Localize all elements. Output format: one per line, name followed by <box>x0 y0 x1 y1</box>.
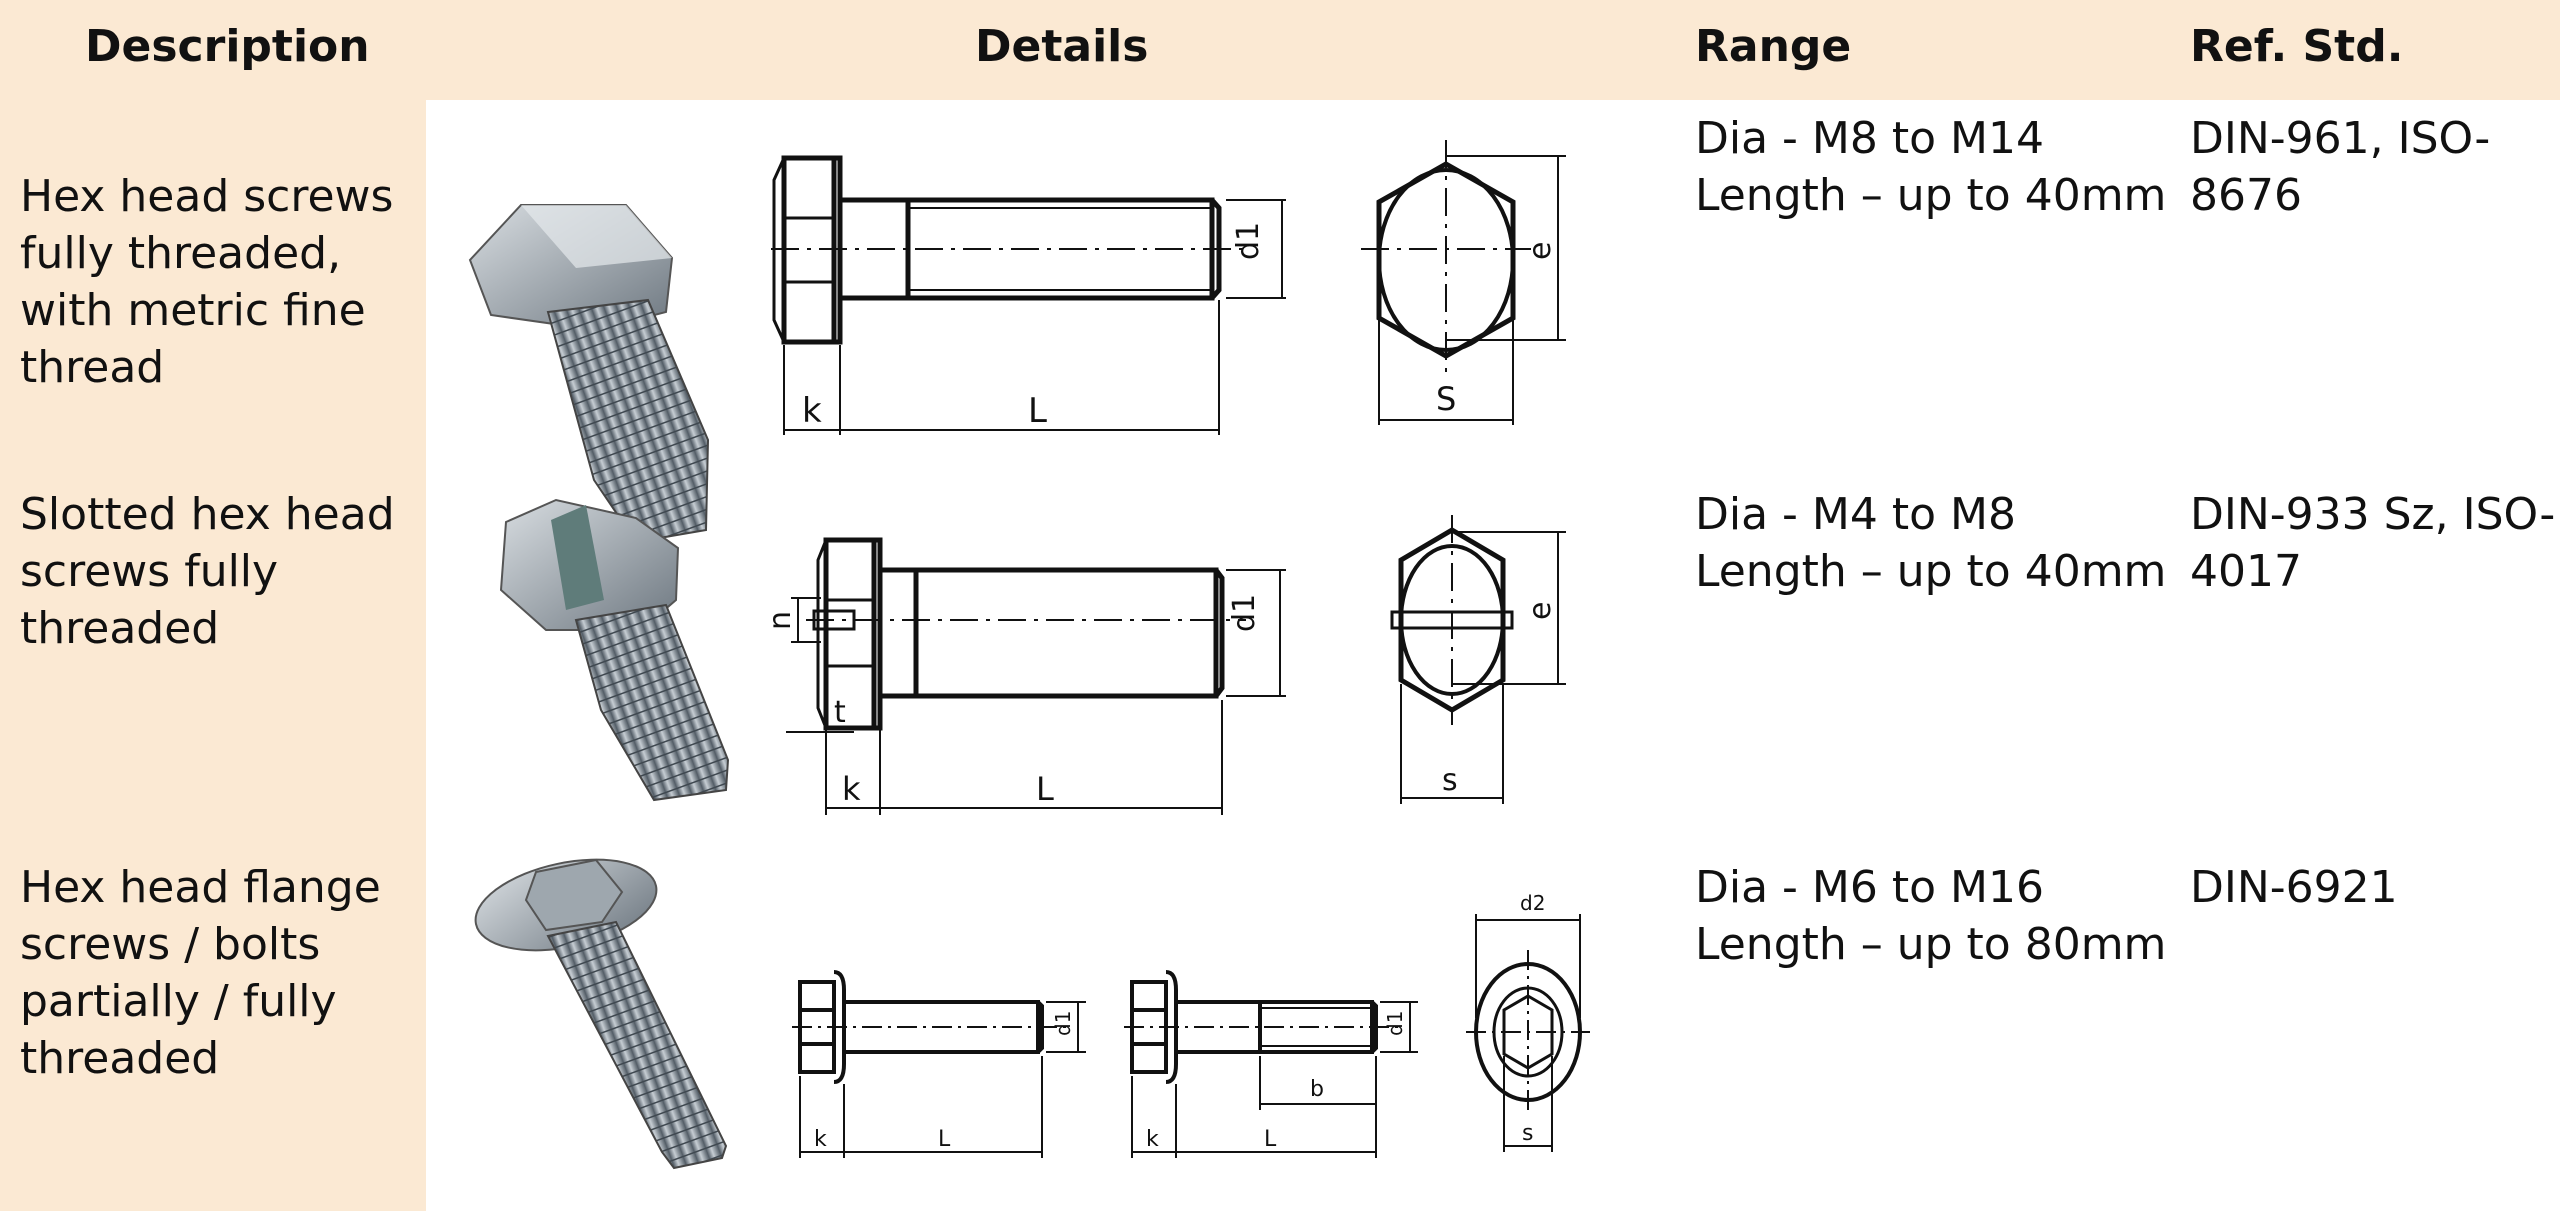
row-3-end-view-drawing: d2 s <box>1466 891 1590 1152</box>
dim-k: k <box>802 391 822 431</box>
row-3-range: Dia - M6 to M16 Length – up to 80mm <box>1695 859 2175 973</box>
row-1-bolt-photo <box>468 204 710 544</box>
row-3-bolt-photo <box>474 858 728 1170</box>
dim-d1-3: d1 <box>1051 1011 1075 1036</box>
dim-d2: d2 <box>1520 891 1545 915</box>
row-2-range-length: Length – up to 40mm <box>1695 546 2167 597</box>
row-2-end-view-drawing: s e <box>1390 515 1566 804</box>
row-2-side-view-drawing: n t k L d1 <box>763 537 1286 815</box>
row-3-description: Hex head flange screws / bolts partially… <box>20 862 381 1084</box>
row-3-range-length: Length – up to 80mm <box>1695 919 2167 970</box>
dim-b: b <box>1310 1077 1324 1102</box>
row-2-range-dia: Dia - M4 to M8 <box>1695 489 2016 540</box>
row-1-range: Dia - M8 to M14 Length – up to 40mm <box>1695 110 2175 224</box>
dim-k-2: k <box>842 770 861 808</box>
row-2-range: Dia - M4 to M8 Length – up to 40mm <box>1695 486 2175 600</box>
dim-s: S <box>1436 380 1456 418</box>
dim-e-2: e <box>1523 602 1558 620</box>
row-1-end-view-drawing: S e <box>1361 140 1566 425</box>
dim-s-2: s <box>1442 763 1458 798</box>
dim-k-3: k <box>814 1127 827 1152</box>
row-2-ref-std: DIN-933 Sz, ISO-4017 <box>2190 489 2556 597</box>
dim-L: L <box>1028 391 1047 431</box>
header-ref-std: Ref. Std. <box>2190 21 2404 72</box>
dim-d1-4: d1 <box>1383 1011 1407 1036</box>
dim-L-3: L <box>938 1127 951 1152</box>
row-3-ref-std: DIN-6921 <box>2190 862 2398 913</box>
row-2-bolt-photo <box>499 498 730 802</box>
row-1-range-dia: Dia - M8 to M14 <box>1695 113 2044 164</box>
dim-s-3: s <box>1522 1121 1533 1146</box>
dim-L-2: L <box>1036 770 1054 808</box>
row-3-side-view-drawing-a: k L d1 <box>792 970 1086 1158</box>
dim-n: n <box>763 611 798 630</box>
details-drawings: k L d1 S e <box>468 140 1590 1170</box>
row-3-side-view-drawing-b: k L b d1 <box>1124 970 1418 1158</box>
dim-t: t <box>834 695 846 730</box>
dim-d1: d1 <box>1231 222 1266 260</box>
header-details: Details <box>975 21 1149 72</box>
row-1-description: Hex head screws fully threaded, with met… <box>20 171 394 393</box>
row-2-description: Slotted hex head screws fully threaded <box>20 489 395 654</box>
dim-d1-2: d1 <box>1227 594 1262 632</box>
dim-e: e <box>1523 242 1558 260</box>
row-1-side-view-drawing: k L d1 <box>771 155 1286 435</box>
row-1-ref-std: DIN-961, ISO-8676 <box>2190 113 2491 221</box>
row-3-range-dia: Dia - M6 to M16 <box>1695 862 2044 913</box>
description-column-background <box>0 100 426 1211</box>
header-range: Range <box>1695 21 1852 72</box>
dim-L-4: L <box>1264 1127 1277 1152</box>
header-description: Description <box>85 21 370 72</box>
dim-k-4: k <box>1146 1127 1159 1152</box>
table-header-bar <box>0 0 2560 100</box>
row-1-range-length: Length – up to 40mm <box>1695 170 2167 221</box>
